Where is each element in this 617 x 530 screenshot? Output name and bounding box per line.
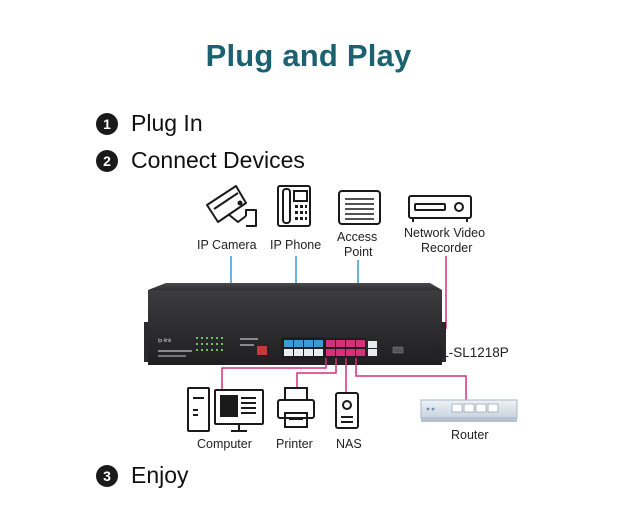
step-number-3: 3	[96, 464, 118, 487]
svg-text:tp-link: tp-link	[158, 338, 172, 344]
label-nvr-line1: Network Video	[404, 226, 486, 240]
bottom-connections	[221, 358, 467, 400]
label-access-point-line2: Point	[344, 245, 373, 259]
step-connect-devices: 2 Connect Devices	[96, 147, 305, 174]
label-ip-phone: IP Phone	[270, 238, 322, 252]
step-enjoy: 3 Enjoy	[96, 462, 189, 489]
label-ip-camera: IP Camera	[197, 238, 257, 252]
label-router: Router	[451, 428, 489, 442]
nas-icon	[335, 392, 359, 429]
page-title: Plug and Play	[205, 38, 412, 73]
step-label-enjoy: Enjoy	[131, 462, 189, 488]
network-video-recorder-icon	[408, 195, 472, 222]
label-access-point-line1: Access	[337, 230, 378, 244]
access-point-icon	[338, 190, 381, 225]
ip-camera-icon	[206, 185, 257, 227]
label-printer: Printer	[276, 437, 313, 451]
step-number-1: 1	[96, 112, 118, 135]
step-number-2: 2	[96, 149, 118, 172]
step-plug-in: 1 Plug In	[96, 110, 203, 137]
step-label-plug-in: Plug In	[131, 110, 203, 136]
switch-device: tp-link	[144, 283, 446, 365]
step-label-connect-devices: Connect Devices	[131, 147, 305, 173]
ip-phone-icon	[277, 185, 311, 227]
computer-icon	[187, 387, 264, 432]
router-icon	[420, 399, 518, 422]
printer-icon	[277, 387, 315, 428]
label-nvr-line2: Recorder	[421, 241, 473, 255]
label-nas: NAS	[336, 437, 362, 451]
label-switch-model: TL-SL1218P	[433, 345, 509, 360]
label-computer: Computer	[197, 437, 252, 451]
